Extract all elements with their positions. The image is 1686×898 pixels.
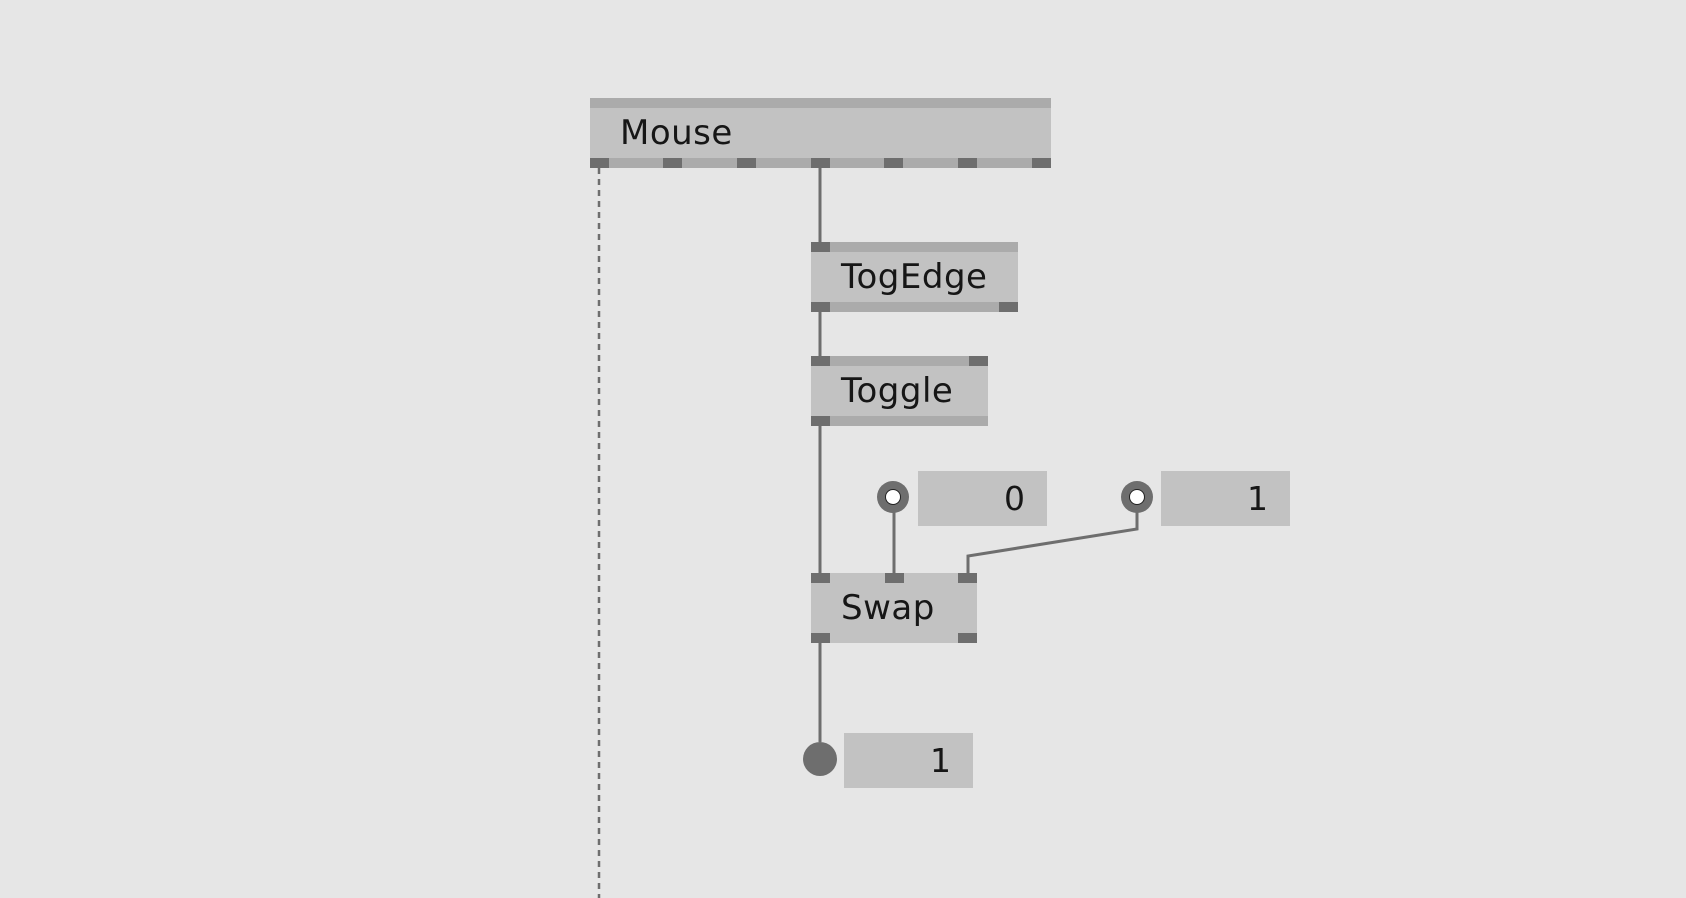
toggle-node-label: Toggle: [841, 371, 954, 411]
togedge-node-footer: [811, 302, 1018, 312]
togedge-input-pin[interactable]: [811, 242, 830, 252]
mouse-output-pin-7[interactable]: [1032, 158, 1051, 168]
togedge-node-label: TogEdge: [841, 257, 988, 297]
mouse-output-pin-1[interactable]: [590, 158, 609, 168]
mouse-output-pin-6[interactable]: [958, 158, 977, 168]
input-a-bang-dot: [885, 489, 901, 505]
mouse-output-pin-5[interactable]: [884, 158, 903, 168]
output-pin-icon[interactable]: [803, 742, 837, 776]
swap-input-pin-2[interactable]: [885, 573, 904, 583]
toggle-input-pin[interactable]: [811, 356, 830, 366]
mouse-node[interactable]: Mouse: [590, 98, 1051, 168]
input-b-bang-dot: [1129, 489, 1145, 505]
mouse-output-pin-3[interactable]: [737, 158, 756, 168]
toggle-reset-pin[interactable]: [969, 356, 988, 366]
swap-node[interactable]: Swap: [811, 573, 977, 643]
input-a-bang-icon[interactable]: [877, 481, 909, 513]
swap-input-pin-1[interactable]: [811, 573, 830, 583]
togedge-node-header: [811, 242, 1018, 252]
toggle-output-pin[interactable]: [811, 416, 830, 426]
input-b-iobox[interactable]: 1: [1161, 471, 1290, 526]
mouse-output-pin-2[interactable]: [663, 158, 682, 168]
swap-input-pin-3[interactable]: [958, 573, 977, 583]
swap-node-label: Swap: [841, 588, 935, 628]
togedge-node[interactable]: TogEdge: [811, 242, 1018, 312]
toggle-node-header: [811, 356, 988, 366]
toggle-node[interactable]: Toggle: [811, 356, 988, 426]
mouse-output-pin-4[interactable]: [811, 158, 830, 168]
swap-output-pin-1[interactable]: [811, 633, 830, 643]
toggle-node-footer: [811, 416, 988, 426]
swap-output-pin-2[interactable]: [958, 633, 977, 643]
mouse-node-label: Mouse: [620, 113, 733, 153]
input-a-iobox[interactable]: 0: [918, 471, 1047, 526]
togedge-output-pin-up[interactable]: [811, 302, 830, 312]
output-iobox[interactable]: 1: [844, 733, 973, 788]
input-b-bang-icon[interactable]: [1121, 481, 1153, 513]
togedge-output-pin-down[interactable]: [999, 302, 1018, 312]
mouse-node-header: [590, 98, 1051, 108]
